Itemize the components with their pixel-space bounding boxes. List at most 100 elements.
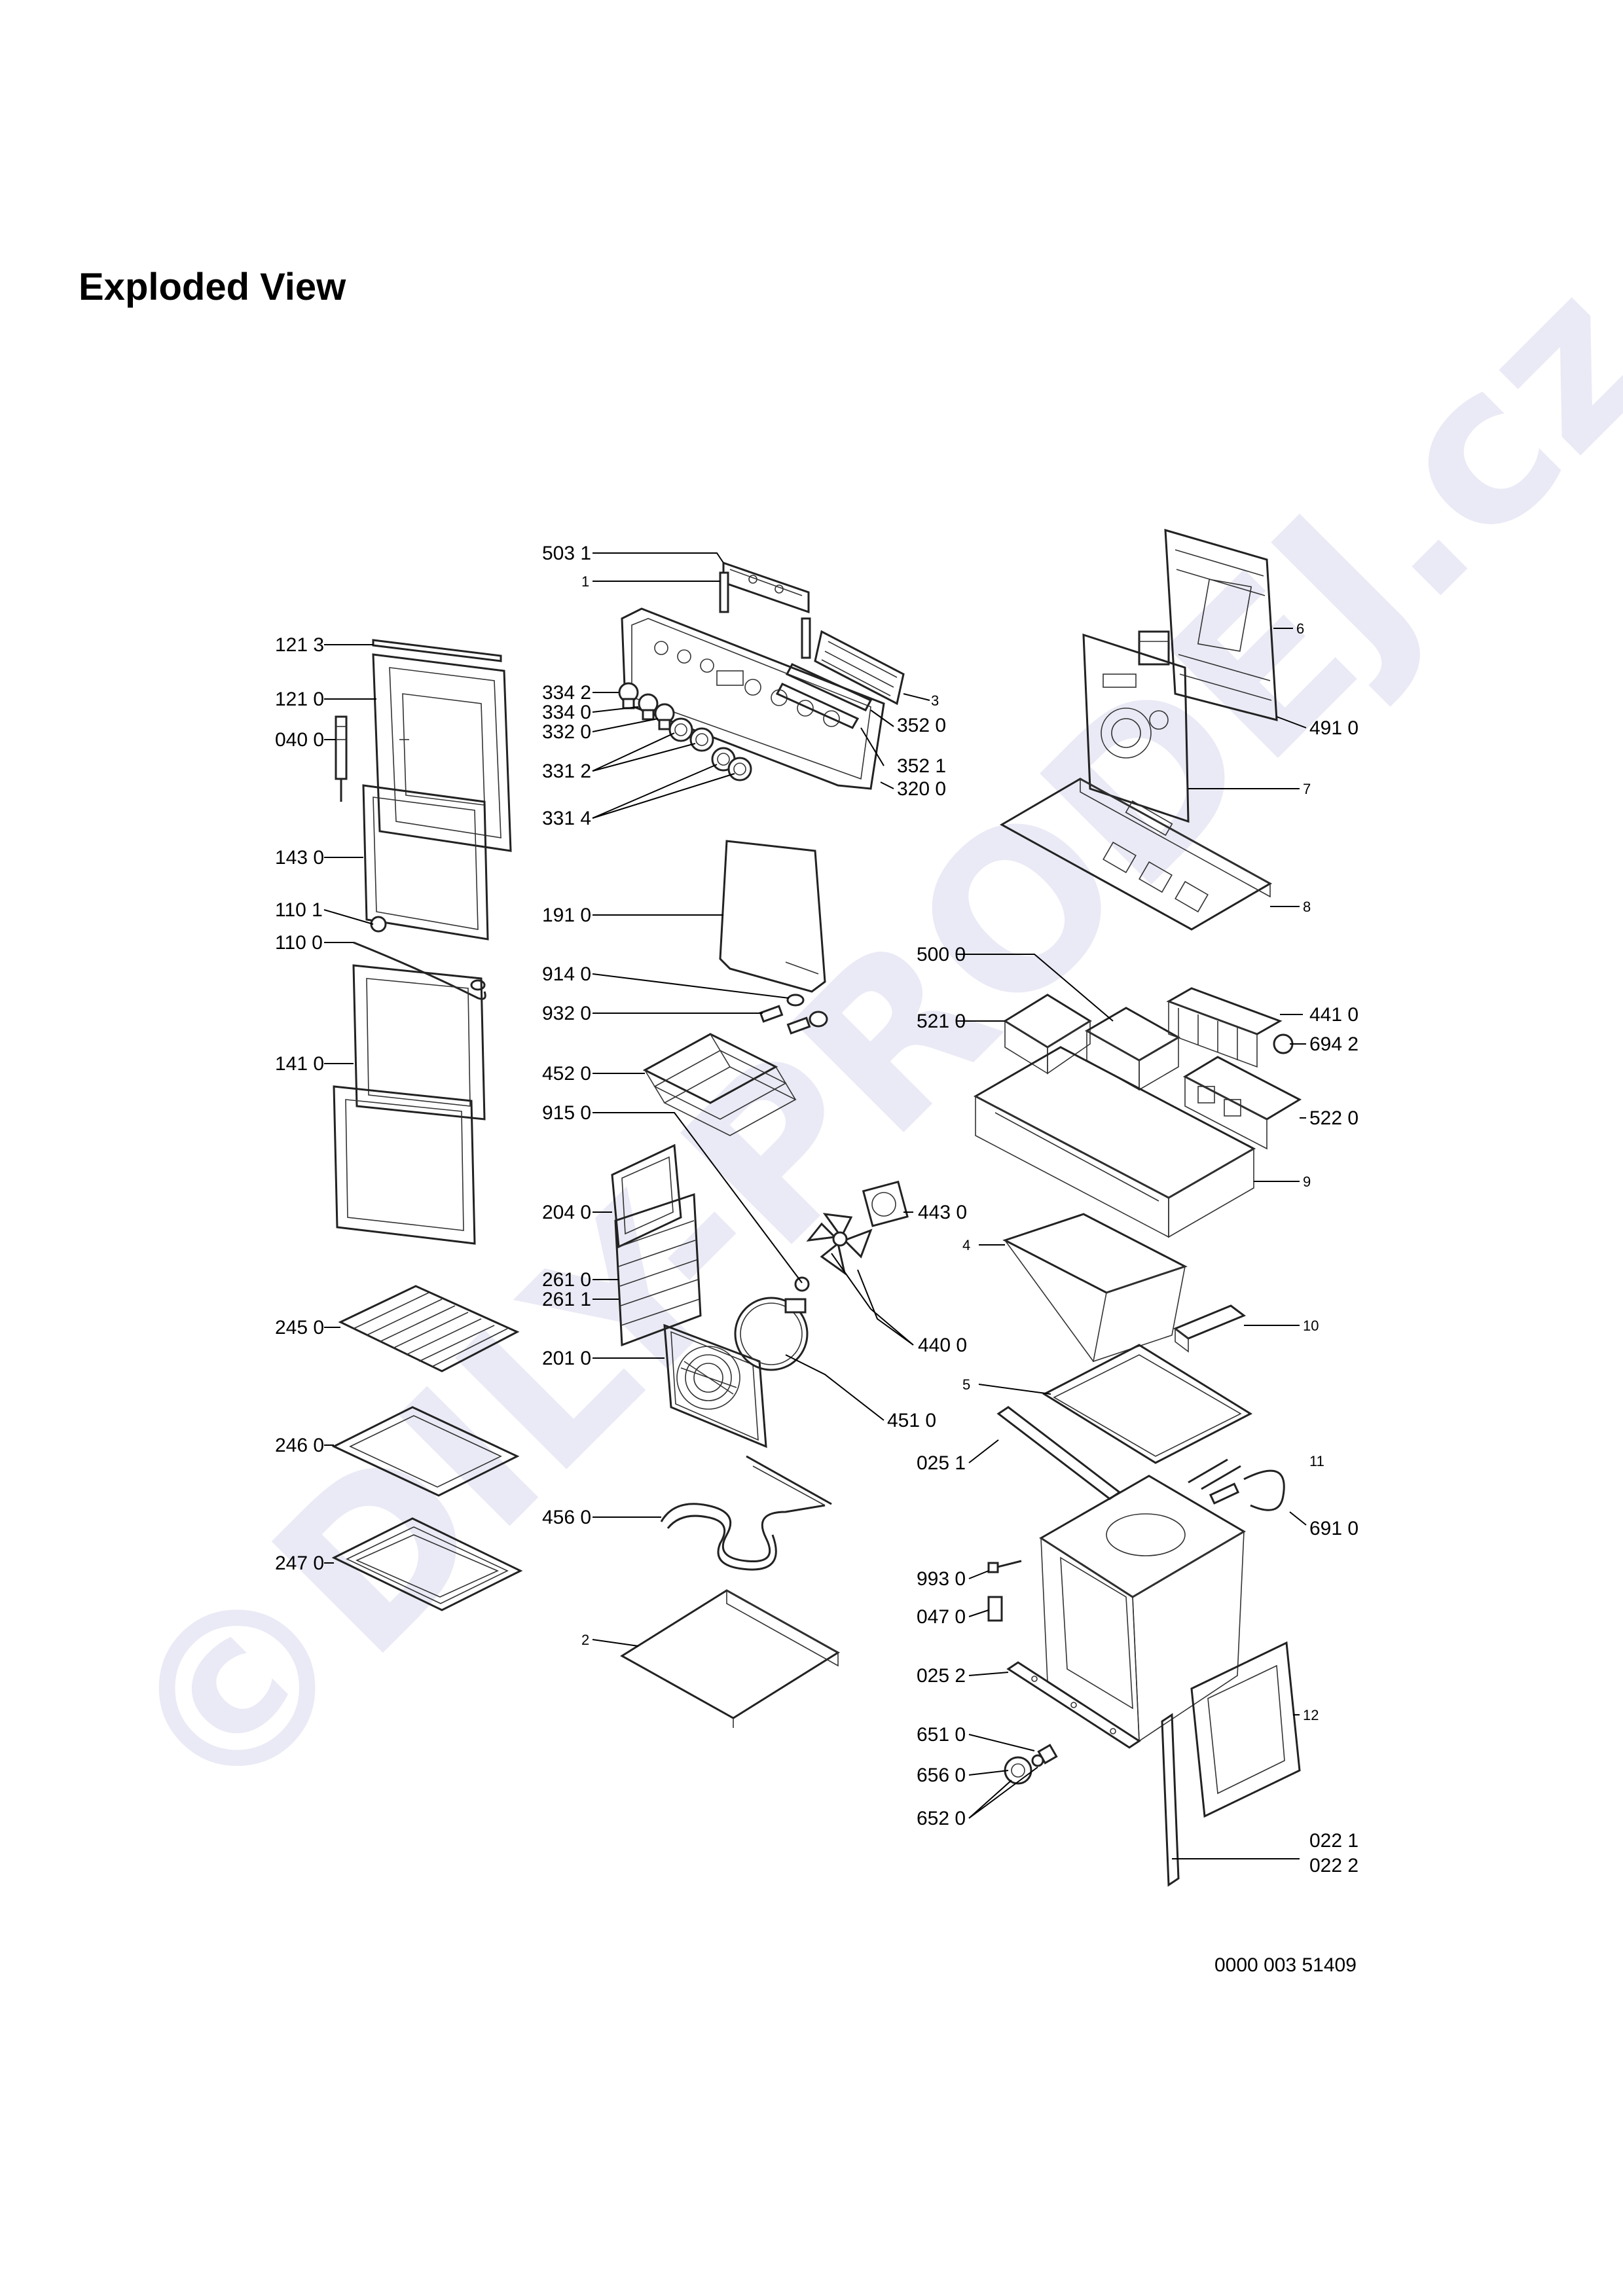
control-knobs-part xyxy=(618,682,752,781)
label-10: 10 xyxy=(1303,1318,1319,1334)
document-number: 0000 003 51409 xyxy=(1214,1954,1357,1976)
oven-cavity-part xyxy=(1039,1475,1246,1742)
label-7: 7 xyxy=(1303,781,1311,797)
label-331-4: 331 4 xyxy=(542,808,591,829)
label-141-0: 141 0 xyxy=(275,1053,324,1075)
label-022-2: 022 2 xyxy=(1309,1855,1359,1876)
page-title: Exploded View xyxy=(79,266,346,308)
label-8: 8 xyxy=(1303,899,1311,915)
label-932-0: 932 0 xyxy=(542,1003,591,1024)
label-025-1: 025 1 xyxy=(917,1452,966,1474)
power-board-part xyxy=(1003,994,1092,1075)
label-652-0: 652 0 xyxy=(917,1808,966,1829)
terminal-block-part xyxy=(1138,630,1170,666)
control-bracket-part xyxy=(719,561,811,659)
label-121-3: 121 3 xyxy=(275,634,324,656)
label-503-1: 503 1 xyxy=(542,543,591,564)
bottom-rail-part xyxy=(996,1406,1122,1500)
watermark: ©DILY-PRODEJ.cz xyxy=(75,232,1623,1856)
deep-tray-part xyxy=(331,1517,523,1611)
side-panel-part xyxy=(1190,1641,1301,1818)
label-110-0: 110 0 xyxy=(275,932,323,954)
door-glass-part xyxy=(333,964,486,1245)
label-334-0: 334 0 xyxy=(542,702,591,723)
rear-cover-part xyxy=(1164,528,1278,721)
back-panel-part xyxy=(1082,633,1190,823)
label-246-0: 246 0 xyxy=(275,1435,324,1456)
label-047-0: 047 0 xyxy=(917,1606,966,1628)
label-352-1: 352 1 xyxy=(897,755,946,777)
label-121-0: 121 0 xyxy=(275,689,324,710)
leader-lines xyxy=(323,552,1307,1859)
thermostat-sensor-part xyxy=(1188,1458,1285,1511)
label-110-1: 110 1 xyxy=(275,899,323,921)
label-993-0: 993 0 xyxy=(917,1568,966,1590)
label-2: 2 xyxy=(581,1632,589,1648)
label-352-0: 352 0 xyxy=(897,715,946,736)
side-wire-rack-part xyxy=(642,1033,797,1136)
label-320-0: 320 0 xyxy=(897,778,946,800)
fan-cover-part xyxy=(663,1323,767,1448)
label-440-0: 440 0 xyxy=(918,1335,967,1356)
label-334-2: 334 2 xyxy=(542,682,591,704)
label-245-0: 245 0 xyxy=(275,1317,324,1338)
label-441-0: 441 0 xyxy=(1309,1004,1359,1026)
wire-shelf-part xyxy=(338,1285,520,1372)
side-runners-part xyxy=(614,1193,702,1347)
fan-motor-part xyxy=(862,1180,909,1227)
outer-door-part xyxy=(372,653,512,852)
label-12: 12 xyxy=(1303,1707,1319,1723)
electronic-board-part xyxy=(814,630,905,706)
side-strip-part xyxy=(1161,1713,1180,1887)
label-491-0: 491 0 xyxy=(1309,717,1359,739)
label-201-0: 201 0 xyxy=(542,1348,591,1369)
label-914-0: 914 0 xyxy=(542,963,591,985)
baking-tray-part xyxy=(331,1406,520,1497)
display-strip-part xyxy=(775,663,873,729)
label-4: 4 xyxy=(962,1237,970,1253)
label-5: 5 xyxy=(962,1376,970,1393)
fan-blade-part xyxy=(794,1213,873,1292)
grill-heating-element-part xyxy=(660,1455,832,1571)
top-plate-part xyxy=(999,778,1273,931)
label-500-0: 500 0 xyxy=(917,944,966,965)
label-261-0: 261 0 xyxy=(542,1269,591,1291)
label-521-0: 521 0 xyxy=(917,1011,966,1032)
label-691-0: 691 0 xyxy=(1309,1518,1359,1539)
label-143-0: 143 0 xyxy=(275,847,324,869)
support-bracket-part xyxy=(1173,1304,1247,1353)
label-022-1: 022 1 xyxy=(1309,1830,1359,1852)
label-025-2: 025 2 xyxy=(917,1665,966,1687)
label-247-0: 247 0 xyxy=(275,1552,324,1574)
cooling-fan-part xyxy=(1166,987,1283,1068)
door-hinge-part xyxy=(335,715,348,802)
label-443-0: 443 0 xyxy=(918,1202,967,1223)
label-452-0: 452 0 xyxy=(542,1063,591,1085)
label-261-1: 261 1 xyxy=(542,1289,591,1310)
label-656-0: 656 0 xyxy=(917,1765,966,1786)
label-11: 11 xyxy=(1309,1453,1324,1469)
bottom-panel-part xyxy=(1042,1344,1253,1464)
air-deflector-part xyxy=(1002,1213,1188,1363)
fan-mount-part xyxy=(1273,1033,1294,1054)
label-331-2: 331 2 xyxy=(542,761,591,782)
label-332-0: 332 0 xyxy=(542,721,591,743)
label-040-0: 040 0 xyxy=(275,729,324,751)
oven-lamp-part xyxy=(759,994,828,1035)
label-3: 3 xyxy=(931,692,939,709)
cavity-lamp-part xyxy=(1004,1744,1058,1785)
bottom-plate-part xyxy=(620,1589,840,1728)
label-915-0: 915 0 xyxy=(542,1102,591,1124)
front-rail-part xyxy=(1006,1661,1141,1749)
door-catch-part xyxy=(987,1596,1003,1622)
cavity-glass-panel-part xyxy=(719,840,826,993)
screw-part xyxy=(987,1560,1022,1573)
label-204-0: 204 0 xyxy=(542,1202,591,1223)
label-522-0: 522 0 xyxy=(1309,1107,1359,1129)
door-top-strip-part xyxy=(372,639,502,662)
label-451-0: 451 0 xyxy=(887,1410,936,1431)
control-module-part xyxy=(1084,1007,1181,1091)
relay-board-part xyxy=(1182,1056,1302,1150)
electronics-housing-part xyxy=(973,1046,1256,1238)
